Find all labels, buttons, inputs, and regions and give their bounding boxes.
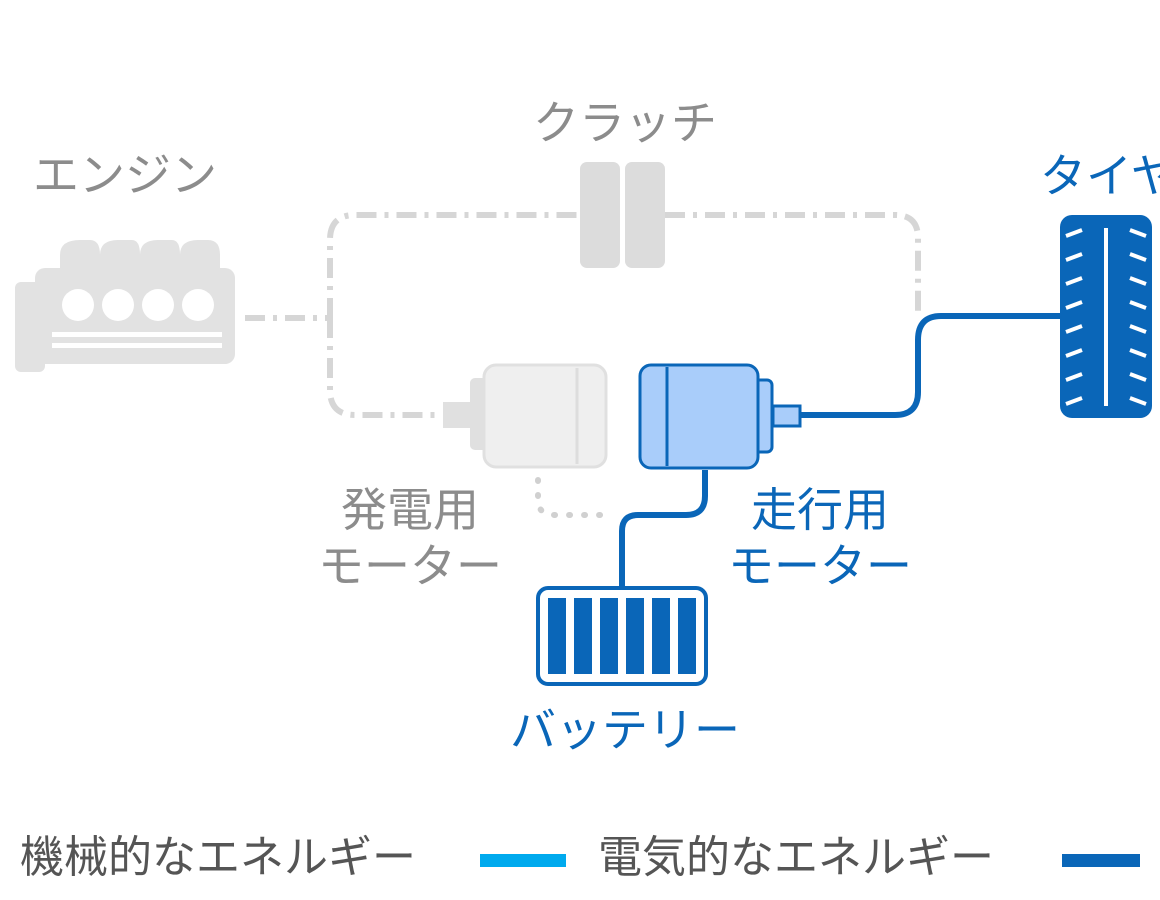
engine-label: エンジン [33, 148, 217, 202]
legend-electrical-swatch [1062, 854, 1140, 867]
clutch-icon [580, 162, 665, 268]
legend-mechanical-swatch [480, 854, 566, 867]
battery-label: バッテリー [510, 703, 740, 757]
generator-label-line2: モーター [318, 539, 502, 593]
inactive-electrical-link [535, 477, 611, 518]
inactive-mechanical-paths [245, 212, 921, 418]
legend: 機械的なエネルギー 電気的なエネルギー [0, 830, 1160, 890]
tire-icon [1060, 215, 1152, 418]
clutch-label: クラッチ [533, 96, 717, 150]
diagram-canvas [15, 162, 1152, 686]
legend-electrical-label: 電気的なエネルギー [598, 832, 994, 883]
tire-label: タイヤ [1040, 149, 1160, 203]
drive-motor-label-line2: モーター [728, 539, 912, 593]
generator-motor-icon [443, 363, 608, 469]
engine-icon [15, 240, 235, 372]
legend-mechanical-label: 機械的なエネルギー [20, 832, 416, 883]
drive-motor-icon [638, 363, 802, 470]
drive-motor-label-line1: 走行用 [751, 483, 889, 537]
electrical-energy-paths [619, 313, 1062, 588]
generator-label-line1: 発電用 [341, 483, 479, 537]
battery-icon [536, 586, 708, 686]
